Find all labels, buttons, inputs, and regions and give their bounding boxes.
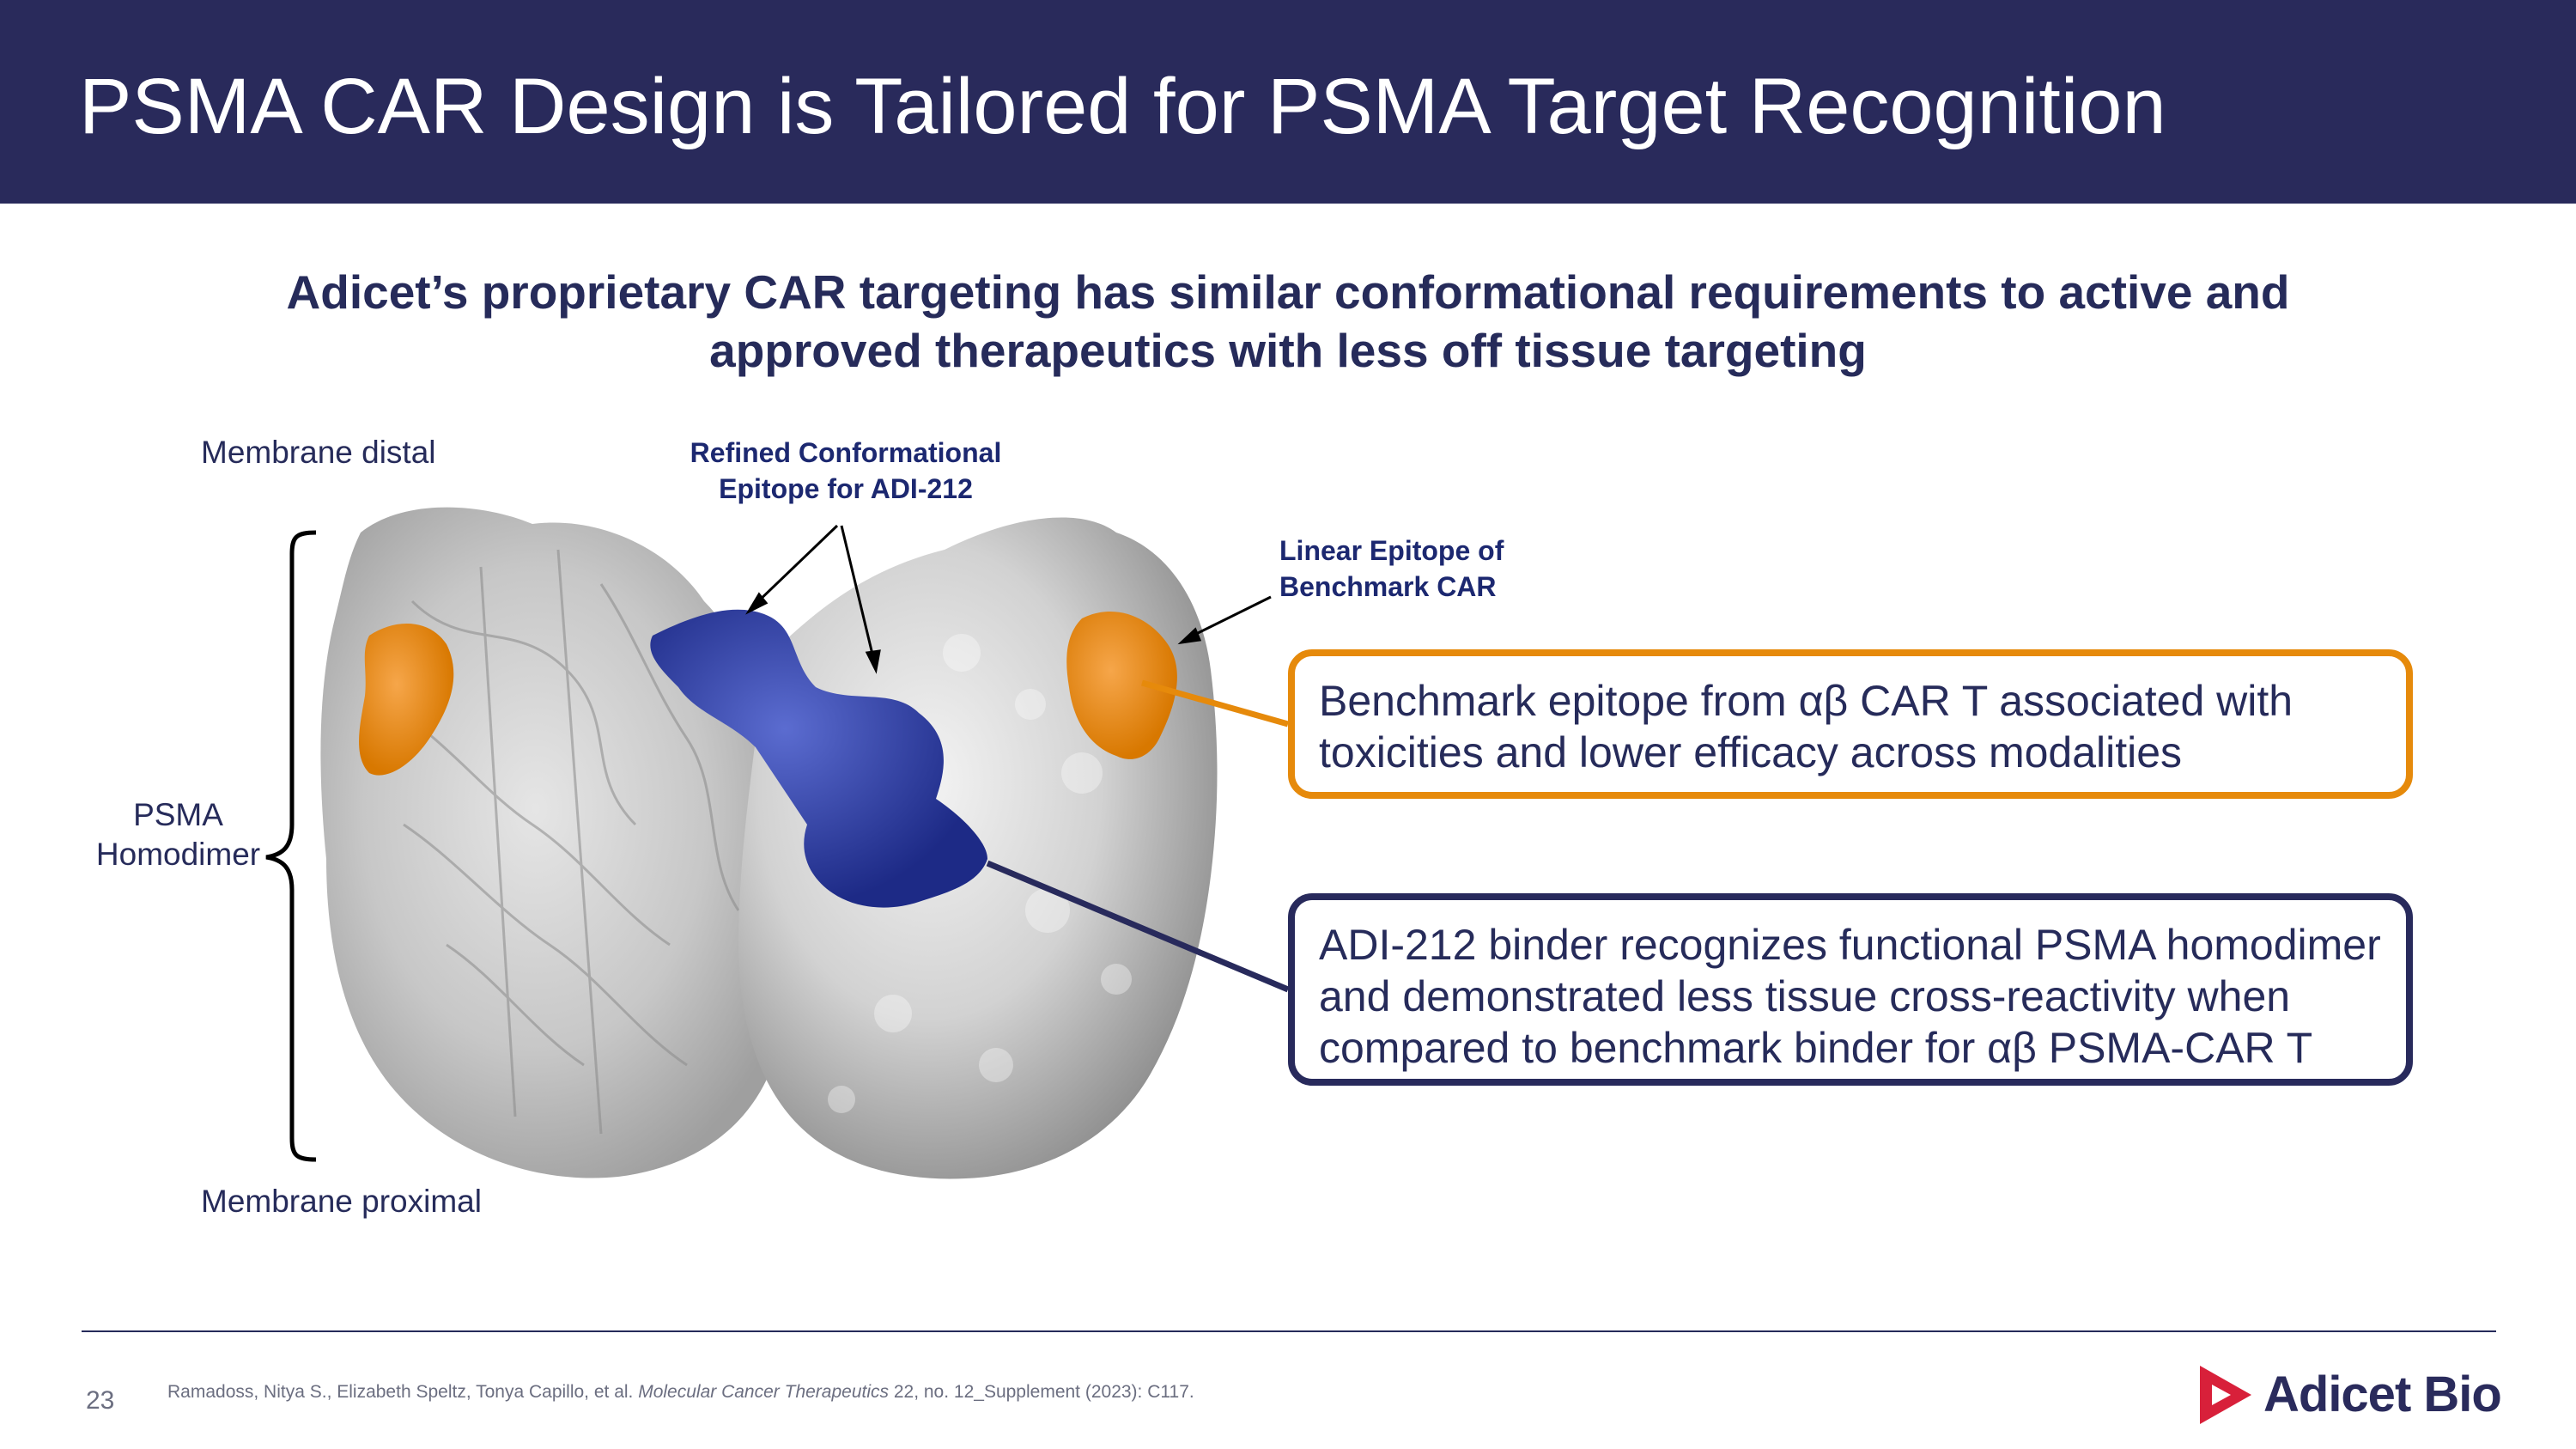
benchmark-epitope-left [359,624,454,776]
linear-label-line-1: Linear Epitope of [1279,535,1504,566]
subtitle-line-1: Adicet’s proprietary CAR targeting has s… [286,265,2290,319]
page-title: PSMA CAR Design is Tailored for PSMA Tar… [79,63,2166,150]
adi-callout-line-3: compared to benchmark binder for αβ PSMA… [1319,1024,2313,1072]
adi-callout-line-1: ADI-212 binder recognizes functional PSM… [1319,921,2381,969]
benchmark-epitope-right [1066,611,1177,759]
citation: Ramadoss, Nitya S., Elizabeth Speltz, To… [167,1382,1194,1403]
citation-details: 22, no. 12_Supplement (2023): C117. [889,1382,1194,1402]
refined-label-line-1: Refined Conformational [690,437,1002,468]
adi-212-callout-box: ADI-212 binder recognizes functional PSM… [1288,893,2413,1086]
psma-homodimer-label: PSMA Homodimer [86,795,270,874]
page-number: 23 [86,1386,115,1415]
refined-epitope-arrows [745,524,881,674]
benchmark-callout-line-2: toxicities and lower efficacy across mod… [1319,728,2183,776]
citation-journal: Molecular Cancer Therapeutics [638,1382,890,1402]
psma-monomer-left [320,507,799,1178]
orange-connector [1141,679,1289,728]
benchmark-callout-line-1: Benchmark epitope from αβ CAR T associat… [1319,677,2293,725]
homodimer-bracket [265,530,317,1162]
refined-label-line-2: Epitope for ADI-212 [719,473,973,504]
logo-mark-icon [2200,1366,2251,1424]
membrane-proximal-label: Membrane proximal [201,1184,482,1219]
subtitle-line-2: approved therapeutics with less off tiss… [709,324,1867,377]
adicet-bio-logo: Adicet Bio [2191,1361,2502,1429]
header-bar: PSMA CAR Design is Tailored for PSMA Tar… [0,0,2576,204]
slide-subtitle: Adicet’s proprietary CAR targeting has s… [0,263,2576,380]
citation-authors: Ramadoss, Nitya S., Elizabeth Speltz, To… [167,1382,639,1402]
logo-text: Adicet Bio [2263,1367,2502,1422]
ribbon-texture [386,549,740,1135]
adi-callout-line-2: and demonstrated less tissue cross-react… [1319,972,2291,1020]
benchmark-callout-box: Benchmark epitope from αβ CAR T associat… [1288,649,2413,799]
psma-label-line-1: PSMA [133,797,223,832]
membrane-distal-label: Membrane distal [201,435,436,470]
linear-epitope-label: Linear Epitope of Benchmark CAR [1279,533,1504,605]
refined-epitope-label: Refined Conformational Epitope for ADI-2… [678,435,1013,507]
linear-label-line-2: Benchmark CAR [1279,571,1497,602]
psma-label-line-2: Homodimer [95,837,261,872]
navy-connector [986,860,1290,993]
adi-212-epitope [650,609,987,908]
linear-epitope-arrow [1177,595,1272,645]
footer-divider [82,1330,2496,1332]
